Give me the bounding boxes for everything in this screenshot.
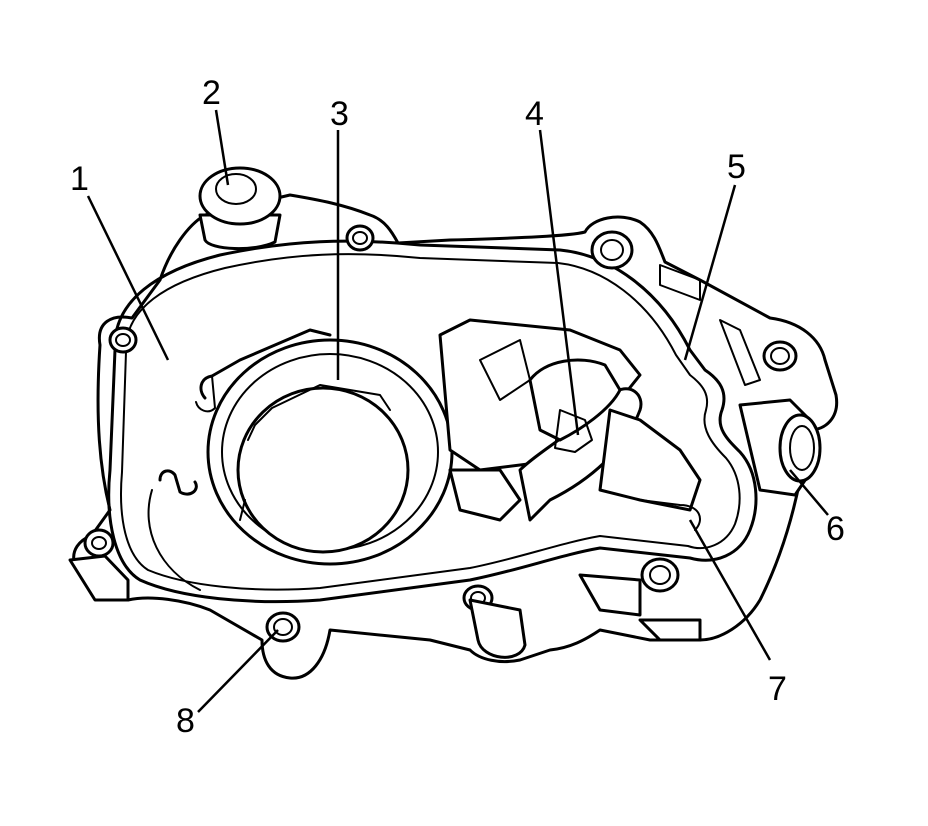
leader-7 [688, 519, 772, 661]
callout-6: 6 [826, 510, 845, 548]
mounting-holes [83, 224, 798, 612]
rotor-assembly [438, 318, 702, 531]
leader-5 [683, 184, 737, 361]
callout-8: 8 [176, 702, 195, 740]
housing-body [68, 166, 839, 680]
callout-5: 5 [727, 148, 746, 186]
leader-2 [214, 109, 230, 186]
top-plug-boss [198, 166, 282, 251]
leader-lines [86, 109, 829, 713]
callout-labels: 1 2 3 4 5 6 7 8 [70, 74, 845, 740]
callout-1: 1 [70, 160, 89, 198]
leader-1 [86, 195, 170, 361]
callout-4: 4 [525, 95, 544, 133]
leader-6 [789, 469, 829, 516]
side-port [738, 398, 822, 497]
callout-2: 2 [202, 74, 221, 112]
callout-3: 3 [330, 95, 349, 133]
leader-8 [197, 629, 279, 713]
leader-4 [538, 129, 580, 436]
callout-7: 7 [768, 670, 787, 708]
